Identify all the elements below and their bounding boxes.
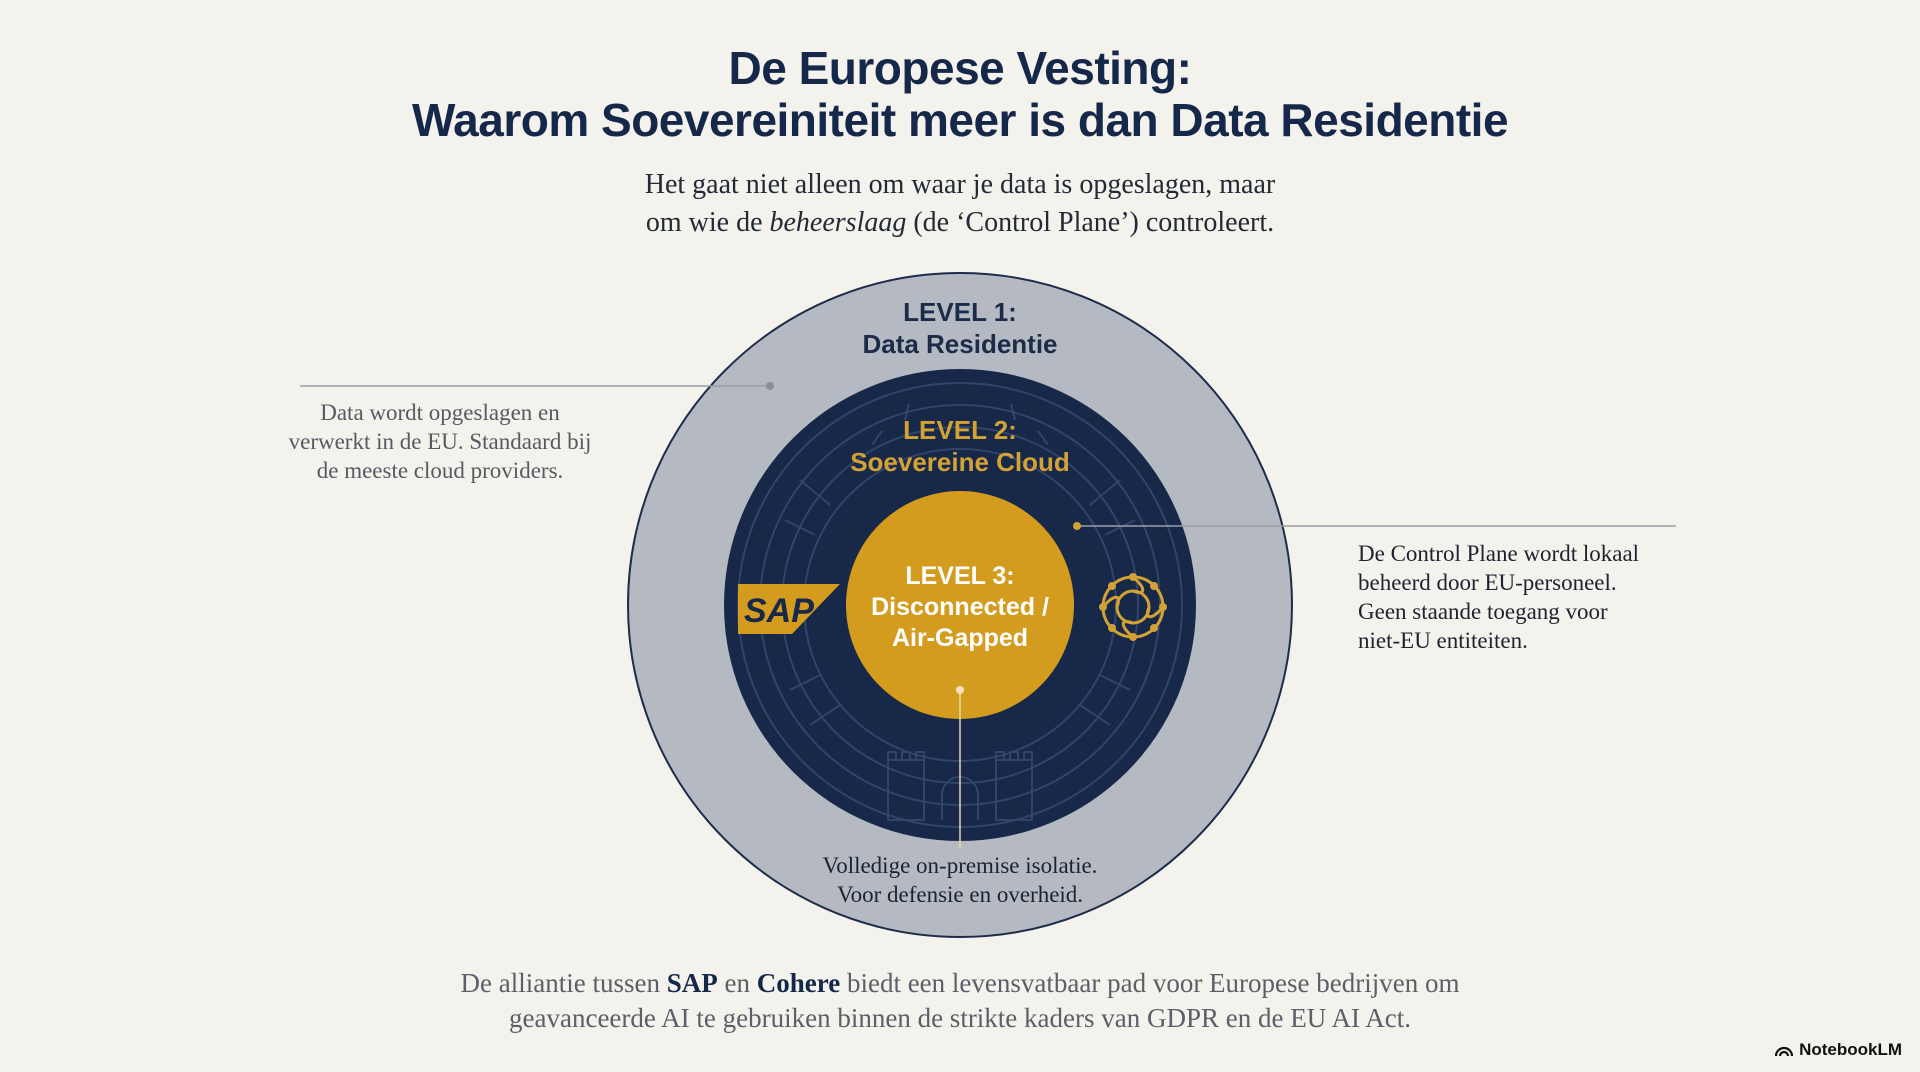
level-1-note: Data wordt opgeslagen en verwerkt in de … [240, 398, 640, 485]
level-1-label: LEVEL 1: Data Residentie [760, 296, 1160, 360]
level-3-note: Volledige on-premise isolatie. Voor defe… [760, 851, 1160, 909]
connector-dot-level-2 [1073, 522, 1081, 530]
level-3-name-line-1: Disconnected / [810, 592, 1110, 623]
brand-name: NotebookLM [1799, 1040, 1902, 1060]
footer-line-1-mid: en [718, 968, 757, 998]
sap-logo: SAP [738, 584, 840, 634]
level-2-note: De Control Plane wordt lokaal beheerd do… [1358, 539, 1718, 655]
level-1-note-line-3: de meeste cloud providers. [240, 456, 640, 485]
level-1-note-line-1: Data wordt opgeslagen en [240, 398, 640, 427]
level-3-note-line-2: Voor defensie en overheid. [760, 880, 1160, 909]
level-2-label: LEVEL 2: Soevereine Cloud [760, 414, 1160, 478]
level-2-note-line-4: niet-EU entiteiten. [1358, 626, 1718, 655]
notebooklm-brand: NotebookLM [1775, 1040, 1902, 1060]
footer-line-1-pre: De alliantie tussen [461, 968, 667, 998]
footer-cohere: Cohere [757, 968, 840, 998]
level-1-note-line-2: verwerkt in de EU. Standaard bij [240, 427, 640, 456]
footer-line-1-post: biedt een levensvatbaar pad voor Europes… [840, 968, 1459, 998]
cohere-icon [1094, 568, 1172, 646]
footer-sap: SAP [667, 968, 718, 998]
level-3-number: LEVEL 3: [810, 561, 1110, 592]
level-3-label: LEVEL 3: Disconnected / Air-Gapped [810, 561, 1110, 654]
footer-line-2: geavanceerde AI te gebruiken binnen de s… [0, 1001, 1920, 1036]
level-2-note-line-2: beheerd door EU-personeel. [1358, 568, 1718, 597]
level-2-number: LEVEL 2: [760, 414, 1160, 446]
footer-statement: De alliantie tussen SAP en Cohere biedt … [0, 966, 1920, 1036]
level-2-name: Soevereine Cloud [760, 446, 1160, 478]
level-3-name-line-2: Air-Gapped [810, 623, 1110, 654]
connector-dot-level-1 [766, 382, 774, 390]
notebooklm-icon [1775, 1043, 1793, 1057]
connector-dot-level-3 [956, 686, 964, 694]
level-2-note-line-1: De Control Plane wordt lokaal [1358, 539, 1718, 568]
level-2-note-line-3: Geen staande toegang voor [1358, 597, 1718, 626]
sap-logo-text: SAP [744, 592, 814, 630]
footer-line-1: De alliantie tussen SAP en Cohere biedt … [0, 966, 1920, 1001]
level-1-number: LEVEL 1: [760, 296, 1160, 328]
level-1-name: Data Residentie [760, 328, 1160, 360]
level-3-note-line-1: Volledige on-premise isolatie. [760, 851, 1160, 880]
